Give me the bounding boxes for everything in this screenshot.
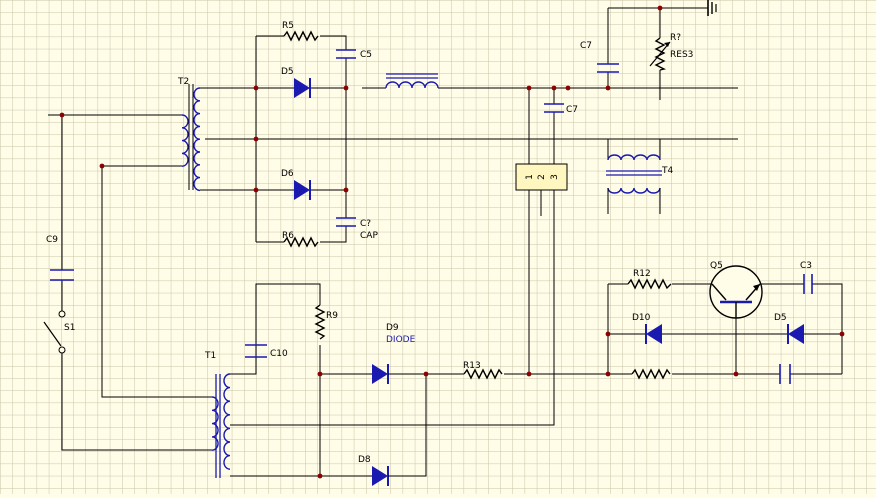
- transistor-q5: [709, 265, 763, 319]
- diode-d6: [294, 180, 311, 200]
- label-d6: D6: [281, 169, 294, 179]
- inductor-top: [385, 73, 439, 89]
- label-c10: C10: [270, 349, 288, 359]
- ic-chip: 1 2 3: [515, 163, 568, 191]
- label-s1: S1: [64, 323, 75, 333]
- label-d5-upper: D5: [281, 67, 294, 77]
- ic-pin-2: 2: [537, 174, 547, 180]
- label-c7-upper: C7: [580, 41, 592, 51]
- label-res3: RES3: [670, 50, 693, 60]
- capacitor-c5: [336, 49, 356, 59]
- label-diode: DIODE: [386, 335, 416, 345]
- label-t4: T4: [661, 166, 673, 176]
- resistor-rq: [649, 37, 671, 71]
- label-t2: T2: [177, 77, 189, 87]
- diode-d10: [645, 324, 662, 344]
- capacitor-c10: [245, 344, 267, 358]
- diodes: [294, 78, 804, 486]
- diode-d5-lower: [787, 324, 804, 344]
- label-r13: R13: [463, 361, 481, 371]
- labels: T2 T1 T4 R5 R6 R9 R12 R13 R? RES3 C5 C? …: [46, 21, 812, 465]
- label-c9: C9: [46, 235, 58, 245]
- label-c5: C5: [360, 50, 372, 60]
- label-c7-lower: C7: [566, 105, 578, 115]
- diode-d5-upper: [294, 78, 311, 98]
- resistor-r13: [463, 368, 503, 380]
- resistor-bottom-right: [631, 368, 671, 380]
- ground-symbol: [707, 0, 717, 16]
- resistor-r9: [314, 304, 326, 340]
- resistor-r12: [627, 278, 672, 290]
- label-d8: D8: [358, 455, 371, 465]
- wires: [48, 7, 843, 477]
- label-cap: CAP: [360, 231, 378, 241]
- label-r12: R12: [633, 269, 651, 279]
- transformer-t4: [606, 154, 662, 194]
- capacitor-c7-lower: [544, 103, 564, 113]
- label-d10: D10: [632, 313, 651, 323]
- label-d5-lower: D5: [774, 313, 787, 323]
- label-r9: R9: [326, 311, 338, 321]
- label-r6: R6: [282, 231, 294, 241]
- label-r5: R5: [282, 21, 294, 31]
- diode-d8: [364, 466, 394, 486]
- transformer-t2: [181, 84, 201, 192]
- resistor-r5: [283, 30, 319, 42]
- label-cq: C?: [360, 219, 371, 229]
- transformer-t1: [211, 373, 231, 478]
- capacitor-c3: [803, 274, 813, 294]
- label-c3: C3: [800, 261, 812, 271]
- resistors: [283, 30, 672, 380]
- capacitor-c9: [50, 269, 74, 281]
- switch-s1: [43, 310, 66, 354]
- ic-pin-1: 1: [525, 174, 535, 180]
- label-d9: D9: [386, 323, 399, 333]
- capacitors: [50, 49, 813, 384]
- capacitor-c7-upper: [597, 63, 619, 73]
- label-q5: Q5: [710, 261, 723, 271]
- resistor-r6: [283, 236, 319, 248]
- capacitor-cq: [336, 217, 356, 227]
- ic-pin-3: 3: [550, 174, 560, 180]
- diode-d9: [364, 364, 394, 384]
- label-rq: R?: [670, 33, 681, 43]
- junctions: [59, 5, 845, 479]
- label-t1: T1: [204, 351, 216, 361]
- capacitor-bottom-right: [779, 364, 791, 384]
